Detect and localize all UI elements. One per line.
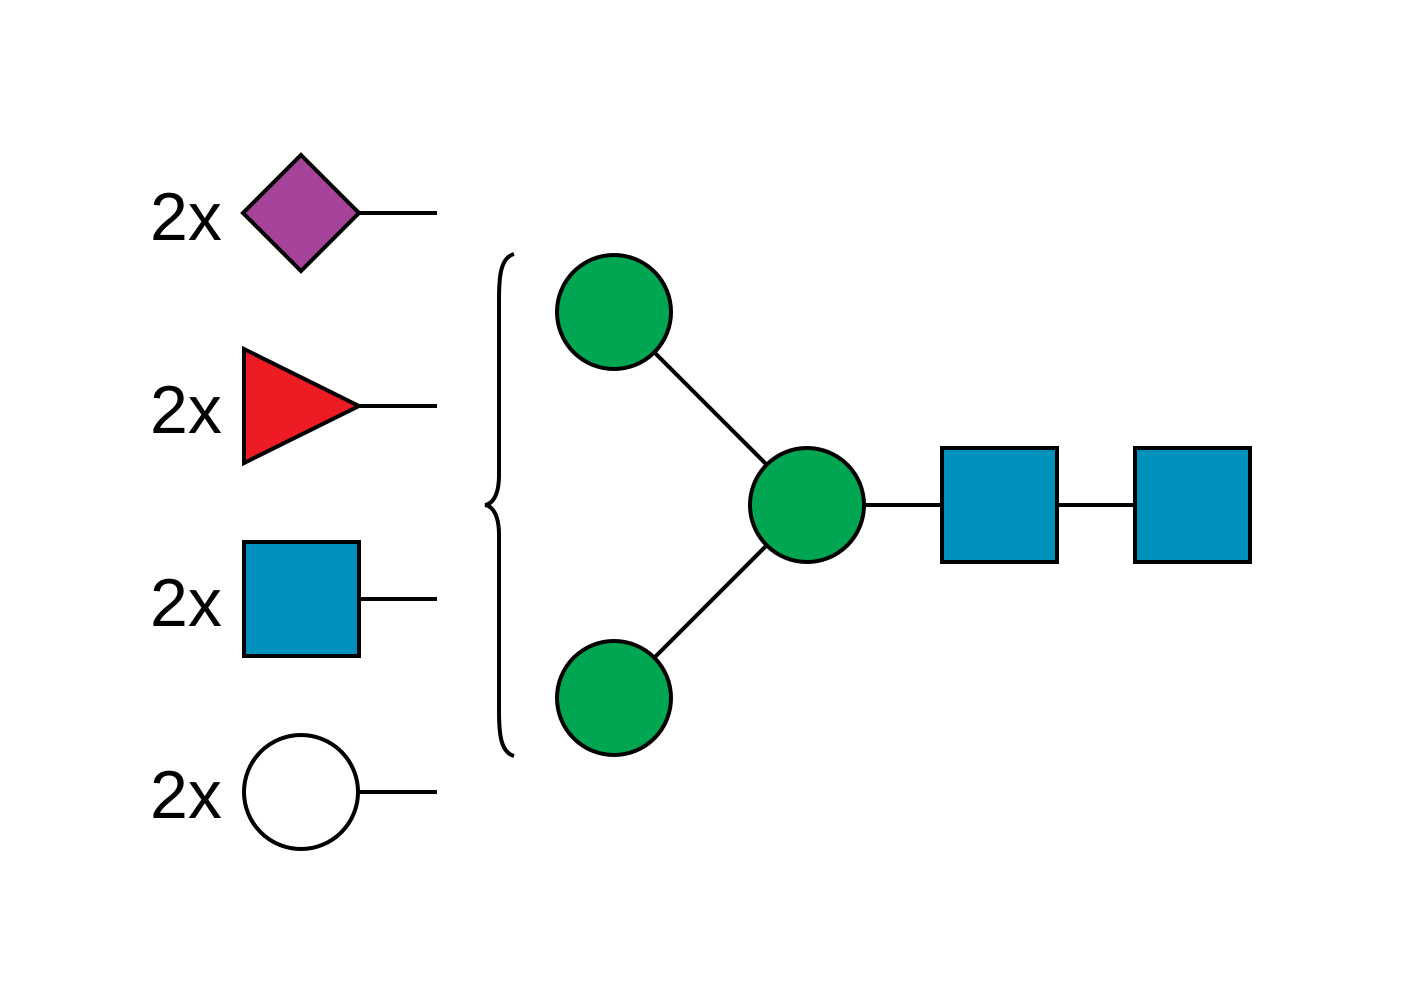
legend-item-circle: 2x	[150, 733, 437, 851]
square-icon	[242, 540, 361, 658]
diamond-icon	[240, 152, 362, 274]
square-count-label: 2x	[150, 565, 222, 641]
curly-brace	[484, 252, 515, 758]
circle-icon	[242, 733, 360, 851]
triangle-count-label: 2x	[150, 372, 222, 448]
core-square-icon-1	[940, 446, 1059, 564]
circle-count-label: 2x	[150, 757, 222, 833]
diamond-count-label: 2x	[150, 179, 222, 255]
legend-item-triangle: 2x	[150, 345, 437, 467]
core-circle-icon	[748, 446, 866, 564]
legend-item-square: 2x	[150, 540, 437, 658]
lower-branch-circle-icon	[555, 639, 673, 757]
core-square-icon-2	[1133, 446, 1252, 564]
triangle-icon	[242, 345, 364, 467]
legend-item-diamond: 2x	[150, 152, 437, 274]
upper-branch-circle-icon	[555, 253, 673, 371]
